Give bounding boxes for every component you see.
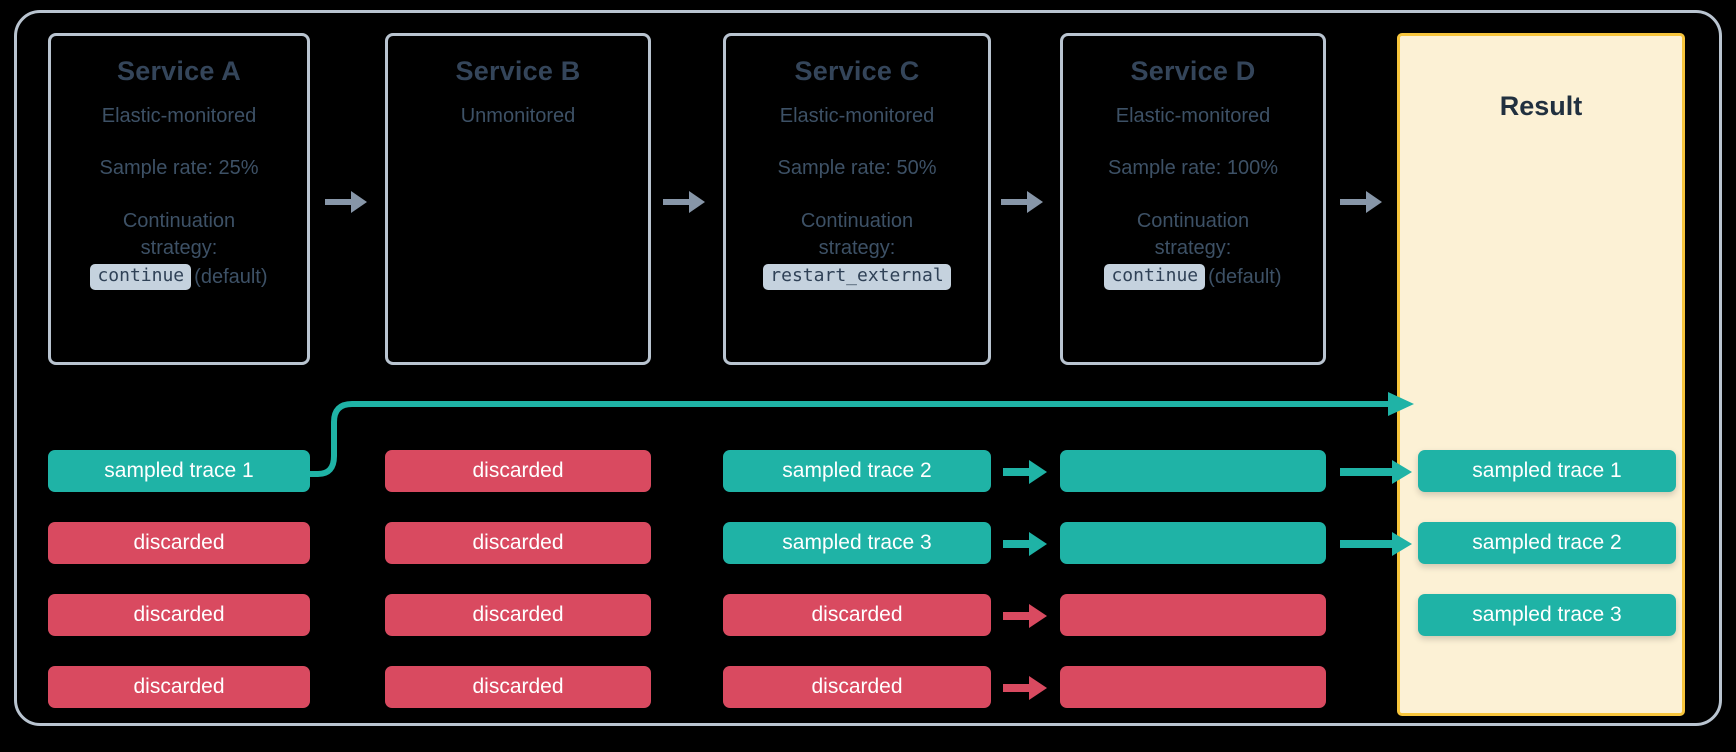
trace-b-row-2: discarded xyxy=(385,522,651,564)
service-arrow-d-to-result xyxy=(1340,191,1382,213)
service-a-strategy-note: (default) xyxy=(194,265,268,288)
service-a-strategy-value: continue xyxy=(90,263,192,291)
service-d-strategy-line2: strategy: xyxy=(1154,236,1232,259)
row-arrow-c-to-d-2 xyxy=(1003,532,1047,556)
trace-d-row-3 xyxy=(1060,594,1326,636)
trace-b-row-1: discarded xyxy=(385,450,651,492)
row-arrow-c-to-d-1 xyxy=(1003,460,1047,484)
service-d-strategy-label: Continuation strategy: continue(default) xyxy=(1073,208,1313,291)
service-a-strategy-line2: strategy: xyxy=(140,236,218,259)
trace-d-row-4 xyxy=(1060,666,1326,708)
service-d-strategy-line1: Continuation xyxy=(1136,210,1250,232)
service-d-sample-rate: Sample rate: 100% xyxy=(1107,157,1279,179)
trace-d-row-2 xyxy=(1060,522,1326,564)
trace-c-row-2: sampled trace 3 xyxy=(723,522,991,564)
result-item-2: sampled trace 2 xyxy=(1418,522,1676,564)
trace-c-row-3: discarded xyxy=(723,594,991,636)
result-item-3: sampled trace 3 xyxy=(1418,594,1676,636)
service-card-a: Service A Elastic-monitored Sample rate:… xyxy=(48,33,310,365)
row-arrow-d-to-result-1 xyxy=(1340,460,1412,484)
trace-a-row-3: discarded xyxy=(48,594,310,636)
service-c-title: Service C xyxy=(794,56,920,86)
trace-a-row-4: discarded xyxy=(48,666,310,708)
result-title: Result xyxy=(1499,91,1583,121)
service-card-d: Service D Elastic-monitored Sample rate:… xyxy=(1060,33,1326,365)
row-arrow-c-to-d-3 xyxy=(1003,604,1047,628)
service-arrow-b-to-c xyxy=(663,191,705,213)
trace-a-row-2: discarded xyxy=(48,522,310,564)
service-c-strategy-label: Continuation strategy: restart_external xyxy=(736,208,978,291)
trace-a-row-1: sampled trace 1 xyxy=(48,450,310,492)
service-a-title: Service A xyxy=(117,56,241,86)
service-arrow-a-to-b xyxy=(325,191,367,213)
service-card-c: Service C Elastic-monitored Sample rate:… xyxy=(723,33,991,365)
trace-d-row-1 xyxy=(1060,450,1326,492)
trace-b-row-3: discarded xyxy=(385,594,651,636)
service-b-title: Service B xyxy=(455,56,581,86)
service-c-strategy-value: restart_external xyxy=(763,263,951,291)
row-arrow-d-to-result-2 xyxy=(1340,532,1412,556)
service-d-strategy-note: (default) xyxy=(1208,265,1282,288)
service-c-sample-rate: Sample rate: 50% xyxy=(777,157,937,179)
service-c-strategy-line2: strategy: xyxy=(818,236,896,259)
service-a-strategy-label: Continuation strategy: continue(default) xyxy=(61,208,297,291)
service-b-monitoring: Unmonitored xyxy=(460,105,576,127)
service-card-b: Service B Unmonitored xyxy=(385,33,651,365)
service-d-monitoring: Elastic-monitored xyxy=(1115,105,1271,127)
service-d-title: Service D xyxy=(1130,56,1256,86)
row-arrow-c-to-d-4 xyxy=(1003,676,1047,700)
service-a-monitoring: Elastic-monitored xyxy=(101,105,257,127)
trace-b-row-4: discarded xyxy=(385,666,651,708)
service-arrow-c-to-d xyxy=(1001,191,1043,213)
result-item-1: sampled trace 1 xyxy=(1418,450,1676,492)
trace-c-row-1: sampled trace 2 xyxy=(723,450,991,492)
service-d-strategy-value: continue xyxy=(1104,263,1206,291)
service-c-strategy-line1: Continuation xyxy=(800,210,914,232)
trace-c-row-4: discarded xyxy=(723,666,991,708)
service-a-sample-rate: Sample rate: 25% xyxy=(99,157,259,179)
service-a-strategy-line1: Continuation xyxy=(122,210,236,232)
service-c-monitoring: Elastic-monitored xyxy=(779,105,935,127)
